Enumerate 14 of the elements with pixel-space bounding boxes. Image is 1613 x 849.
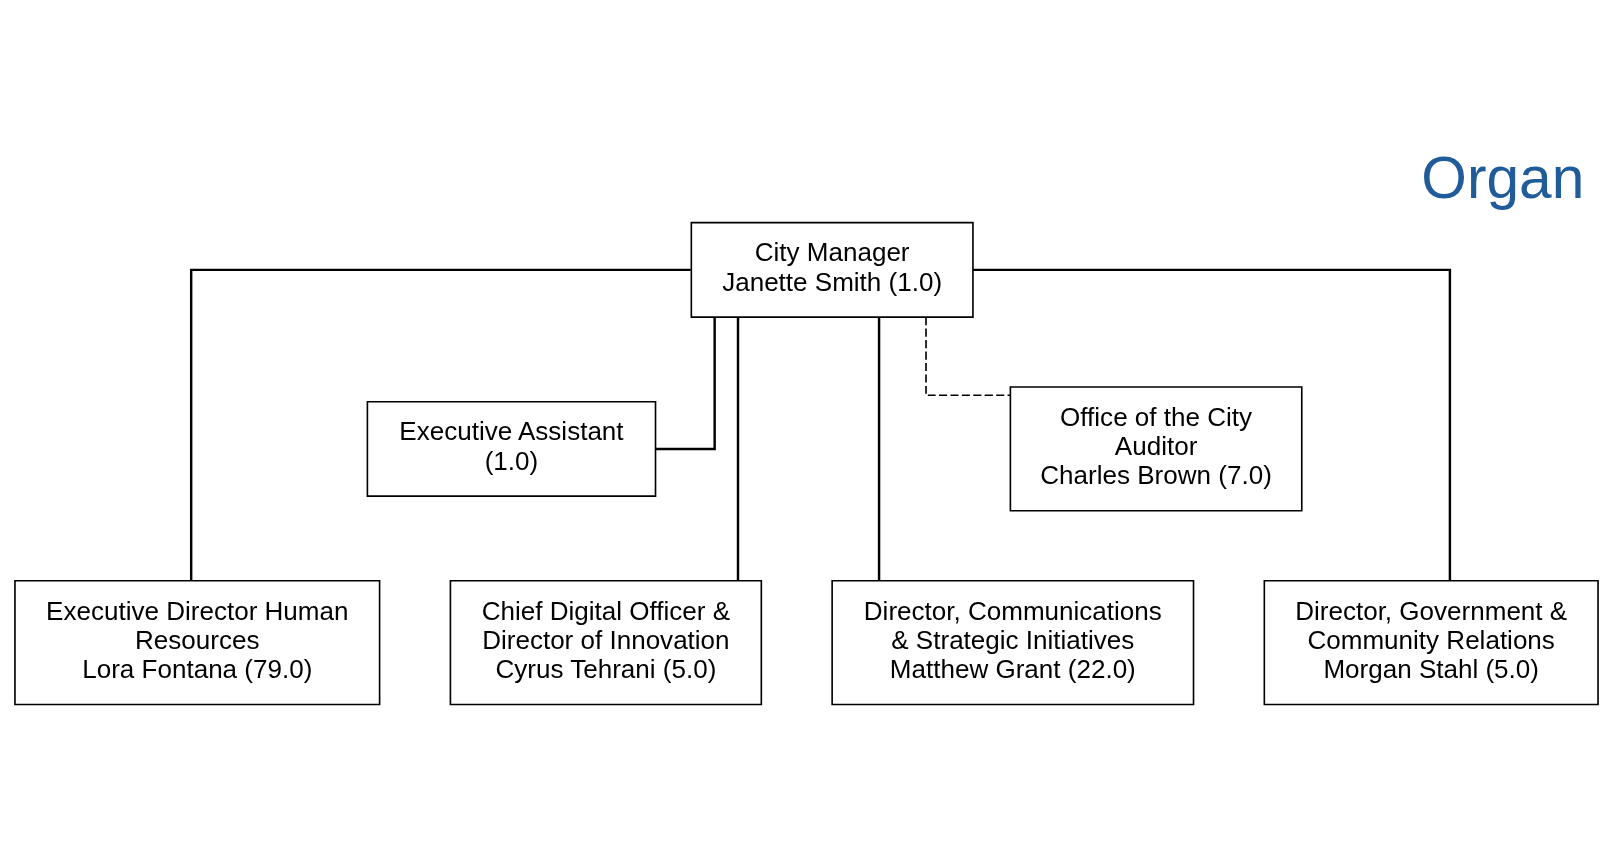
connector <box>736 317 740 581</box>
node-box: Director, Government & Community Relations Morgan Stahl (5.0) <box>1263 579 1599 706</box>
diagram-title: Organ <box>1421 144 1585 210</box>
node-box: Executive Assistant (1.0) <box>366 400 657 497</box>
node-box: Office of the City Auditor Charles Brown (7.0) <box>1009 386 1303 512</box>
connector <box>189 268 691 581</box>
connector <box>973 268 1452 581</box>
connector <box>655 317 716 451</box>
connector <box>877 317 881 581</box>
node-box: Executive Director Human Resources Lora Fontana (79.0) <box>14 579 381 706</box>
connector <box>925 316 1012 396</box>
node-box: City Manager Janette Smith (1.0) <box>690 221 974 318</box>
node-box: Chief Digital Officer & Director of Innovation Cyrus Tehrani (5.0) <box>449 579 763 706</box>
node-box: Director, Communications & Strategic Initiatives Matthew Grant (22.0) <box>831 579 1195 706</box>
